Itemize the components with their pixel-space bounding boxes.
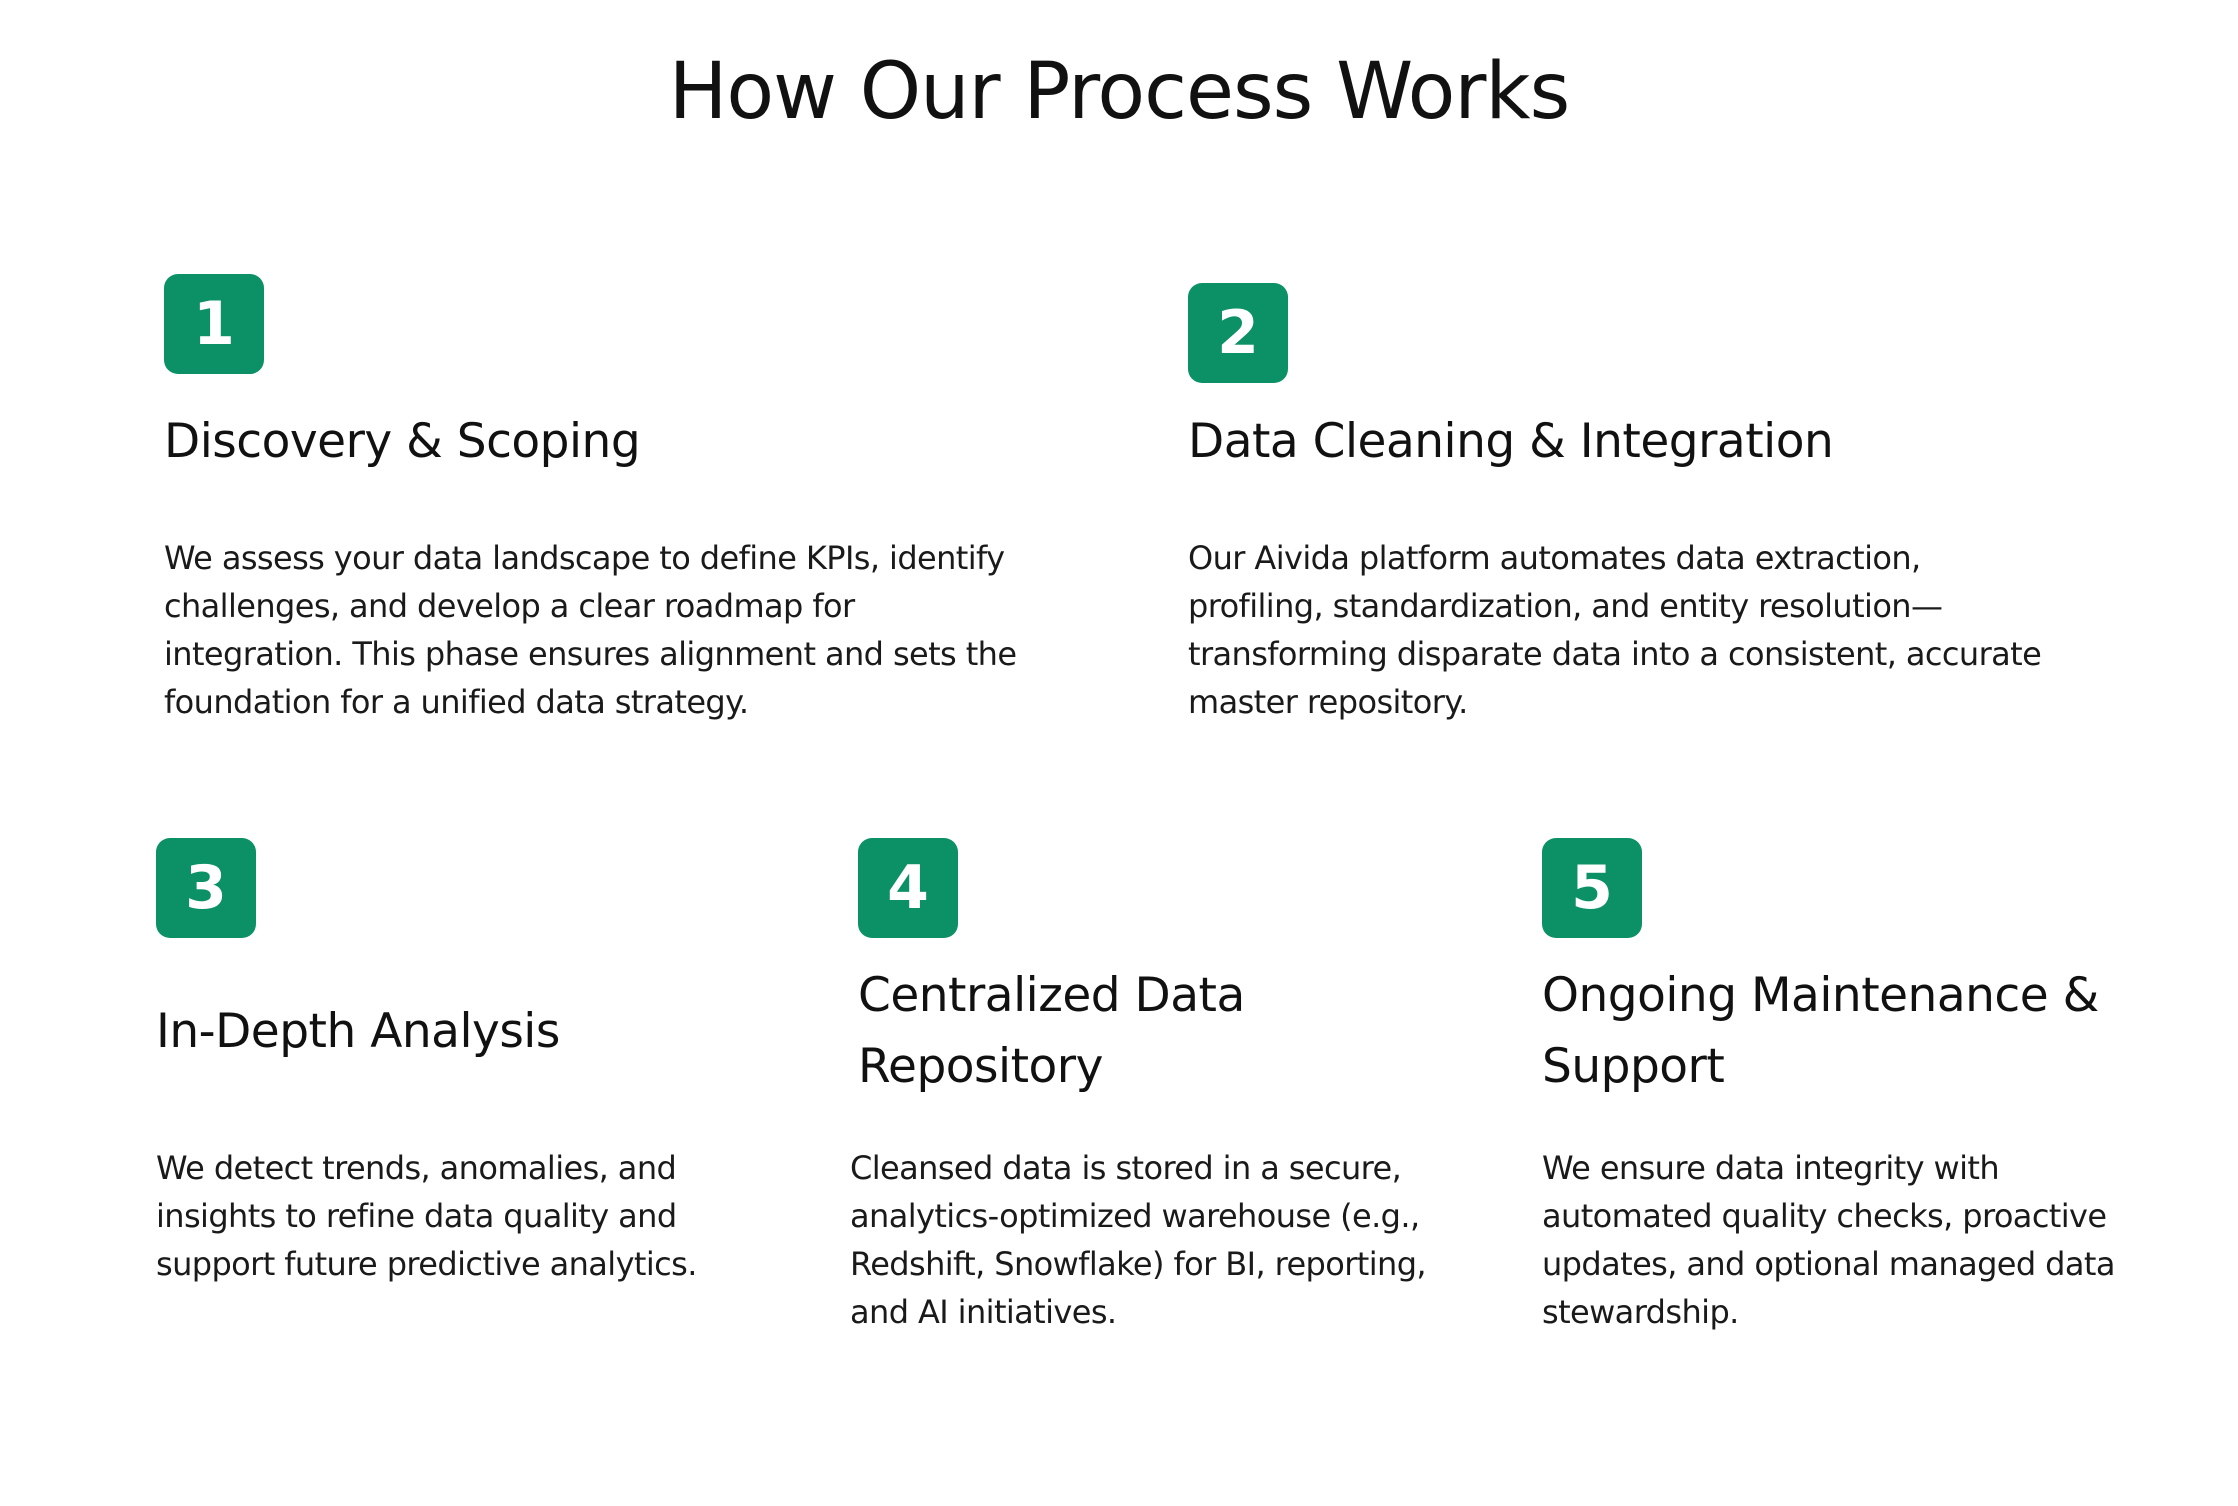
step-title: Centralized Data Repository xyxy=(858,968,1245,1094)
step-description: Cleansed data is stored in a secure, ana… xyxy=(850,1149,1427,1331)
step-number-badge: 1 xyxy=(164,274,264,374)
step-description: We assess your data landscape to define … xyxy=(164,539,1017,721)
step-5: 5 Ongoing Maintenance & Support We ensur… xyxy=(1542,838,2162,1338)
step-2: 2 Data Cleaning & Integration Our Aivida… xyxy=(1188,283,2068,743)
step-description: Our Aivida platform automates data extra… xyxy=(1188,539,2042,721)
step-description: We ensure data integrity with automated … xyxy=(1542,1149,2115,1331)
step-title: Data Cleaning & Integration xyxy=(1188,414,1834,469)
step-title: Discovery & Scoping xyxy=(164,414,641,469)
step-3: 3 In-Depth Analysis We detect trends, an… xyxy=(156,838,756,1298)
page-title: How Our Process Works xyxy=(668,47,1571,137)
step-number-badge: 5 xyxy=(1542,838,1642,938)
step-title: Ongoing Maintenance & Support xyxy=(1542,968,2099,1094)
step-number-badge: 3 xyxy=(156,838,256,938)
step-number-badge: 2 xyxy=(1188,283,1288,383)
step-1: 1 Discovery & Scoping We assess your dat… xyxy=(164,274,1044,734)
step-4: 4 Centralized Data Repository Cleansed d… xyxy=(850,838,1478,1338)
step-number-badge: 4 xyxy=(858,838,958,938)
step-title: In-Depth Analysis xyxy=(156,1004,560,1059)
step-description: We detect trends, anomalies, and insight… xyxy=(156,1149,697,1283)
